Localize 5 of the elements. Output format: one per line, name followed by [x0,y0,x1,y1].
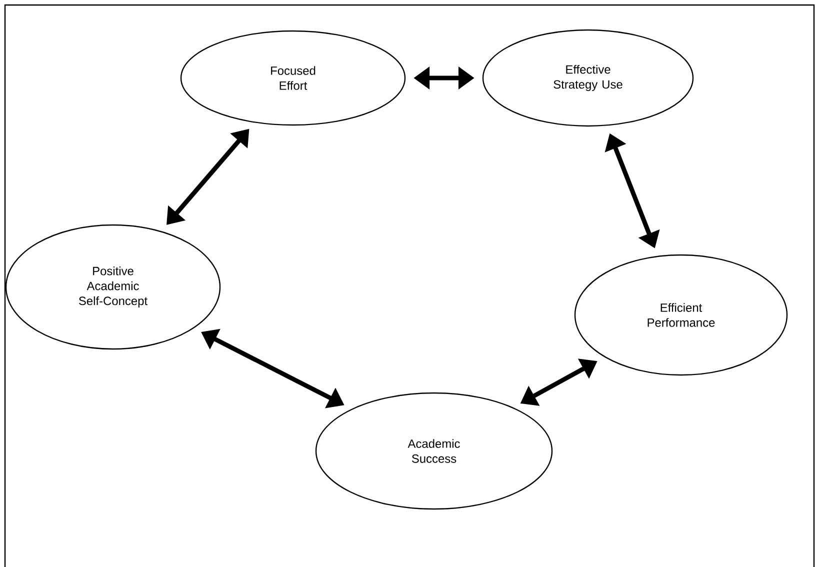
ellipse-node: Effective Strategy Use [482,29,694,127]
ellipse-node: Efficient Performance [574,254,788,376]
ellipse-node: Focused Effort [180,30,406,126]
ellipse-node: Positive Academic Self-Concept [5,224,221,350]
ellipse-node: Academic Success [315,392,553,510]
